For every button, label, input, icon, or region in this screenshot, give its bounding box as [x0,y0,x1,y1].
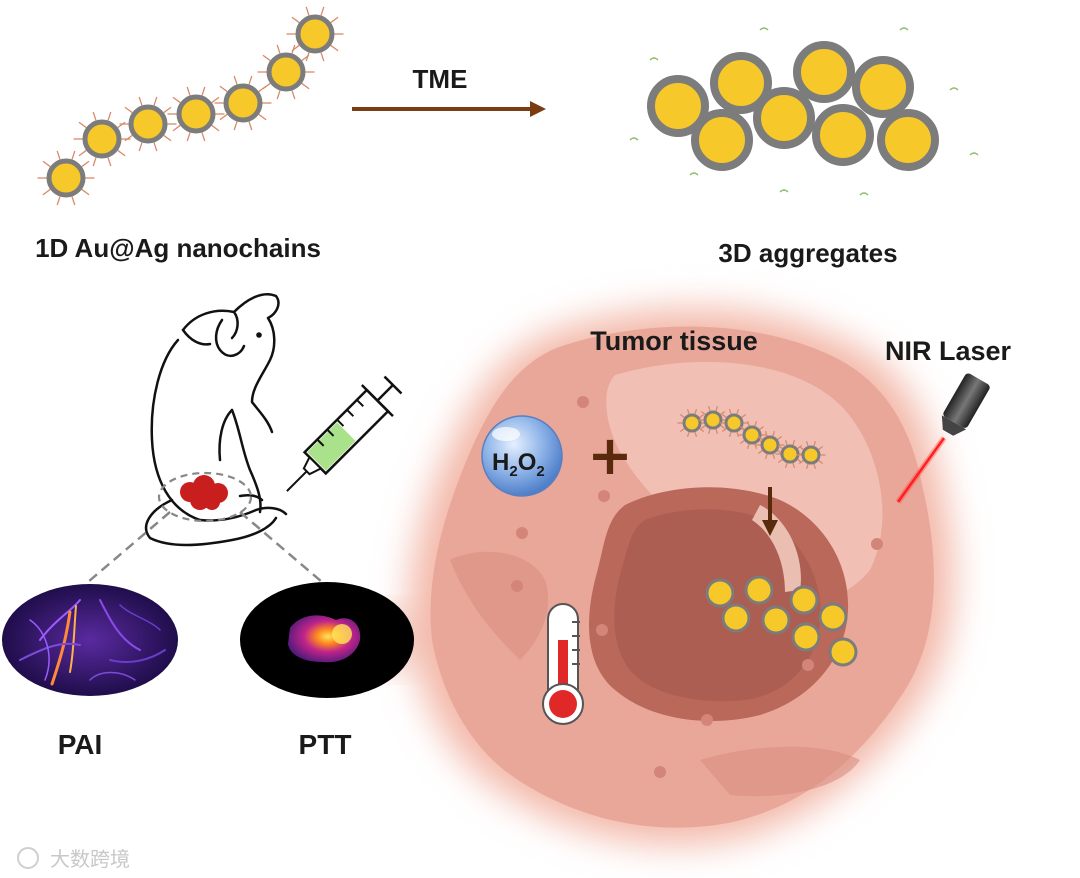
gold-nanoparticle [677,409,707,437]
gold-nanoparticle [37,150,95,206]
transform-arrow [762,487,778,536]
ptt-label: PTT [299,729,352,760]
h2o2-sub1: 2 [509,463,517,480]
thermometer-icon [542,603,584,725]
gold-nanoparticle [214,75,272,131]
ligand-fragment [629,137,639,141]
gold-nanoparticle [286,6,344,62]
gold-nanoparticle [73,111,131,167]
gold-nanoparticle [705,578,735,608]
watermark-logo-icon [17,847,39,869]
h2o2-h: H [492,449,509,476]
ligand-fragment [779,189,789,193]
gold-nanoparticle [761,605,791,635]
connector-ptt [239,511,323,583]
ligand-fragment [899,27,909,31]
mouse-tumor [180,475,228,510]
gold-nanoparticle [877,109,939,171]
gold-nanoparticle [818,602,848,632]
nanochain-in-tumor [677,406,826,469]
svg-text:H2O2: H2O2 [492,449,545,480]
tumor-tissue-label: Tumor tissue [590,326,758,356]
gold-nanoparticle [119,96,177,152]
ligand-fragment [649,57,659,61]
tme-label: TME [413,64,468,94]
tumor-region-outline [157,471,253,523]
gold-nanoparticle [775,440,805,468]
gold-nanoparticle [796,441,826,469]
gold-nanoparticle [828,637,858,667]
nir-laser-label: NIR Laser [885,336,1012,366]
gold-nanoparticle [167,86,225,142]
ligand-fragment [859,192,869,196]
laser-pointer-icon [941,373,990,436]
ptt-image [240,582,420,698]
gold-nanoparticle [755,431,785,459]
plus-sign: + [587,424,632,487]
tumor-tissue [409,308,954,845]
h2o2-o: O [518,449,537,476]
gold-nanoparticle [793,41,855,103]
ligand-fragment [689,172,699,176]
aggregate-3d [629,27,979,196]
gold-nanoparticle [737,421,767,449]
gold-nanoparticle [852,56,914,118]
aggregate-in-tumor [705,575,858,667]
mouse-icon [144,293,288,547]
gold-nanoparticle [710,52,772,114]
gold-nanoparticle [721,603,751,633]
nanochain-1d [37,6,344,206]
connector-pai [87,511,171,583]
watermark-text: 大数跨境 [50,847,130,871]
ligand-fragment [949,87,959,91]
gold-nanoparticle [812,104,874,166]
syringe-icon [286,375,403,492]
pai-label: PAI [58,729,103,760]
aggregates-label: 3D aggregates [718,238,897,268]
gold-nanoparticle [744,575,774,605]
nanochains-label: 1D Au@Ag nanochains [35,233,321,263]
gold-nanoparticle [691,109,753,171]
gold-nanoparticle [719,409,749,437]
gold-nanoparticle [647,75,709,137]
ligand-fragment [759,27,769,31]
gold-nanoparticle [257,44,315,100]
h2o2-sub2: 2 [536,463,544,480]
laser-beam [895,436,947,504]
gold-nanoparticle [698,406,728,434]
ligand-fragment [969,152,979,156]
h2o2-bubble-icon: H2O2 [481,415,563,497]
tme-arrow [352,101,546,117]
gold-nanoparticle [789,585,819,615]
gold-nanoparticle [753,87,815,149]
gold-nanoparticle [791,622,821,652]
pai-image [2,584,178,696]
